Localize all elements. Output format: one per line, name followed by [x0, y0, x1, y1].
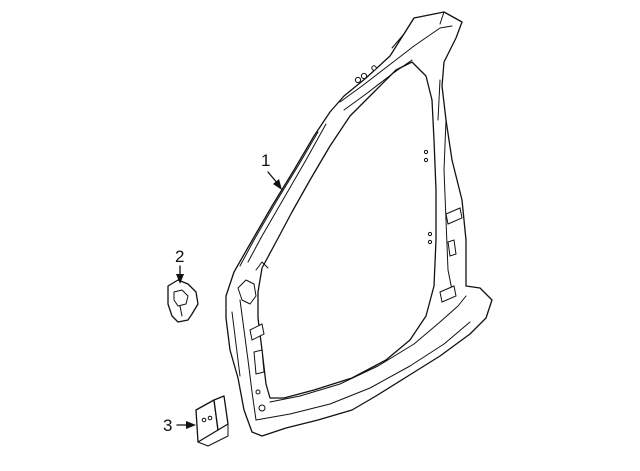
callout-1: 1 [261, 151, 282, 190]
arrowhead-2 [176, 274, 184, 284]
arrowhead-3 [186, 421, 196, 429]
roof-rail-edge [391, 11, 445, 49]
hinge-slot-upper [249, 323, 265, 341]
callout-label-3: 3 [163, 416, 172, 435]
b-pillar-slot [447, 239, 457, 257]
part-2-clip [167, 279, 199, 323]
hinge-slot-mid [253, 349, 265, 375]
callout-2: 2 [175, 247, 184, 284]
frame-outer-outline [225, 11, 493, 437]
bracket-hole-1 [201, 417, 207, 423]
hinge-hole-1 [255, 389, 261, 395]
roof-hole-1 [354, 76, 362, 84]
rocker-sill-upper [269, 295, 467, 403]
door-opening-outline [257, 61, 437, 399]
bracket-hole-2 [207, 415, 213, 421]
callout-3: 3 [163, 416, 196, 435]
a-pillar-edge [239, 123, 327, 267]
part-3-bracket [195, 395, 229, 447]
hinge-pillar-line [231, 299, 257, 421]
pillar-hole-4 [427, 239, 433, 245]
arrowhead-1 [273, 179, 282, 190]
pillar-hole-2 [423, 157, 429, 163]
pillar-hole-3 [427, 231, 433, 237]
b-pillar-bracket-lower [439, 285, 457, 303]
roof-hole-3 [371, 65, 377, 71]
a-pillar-gusset [237, 261, 269, 305]
hinge-hole-2 [258, 404, 266, 412]
bracket-bottom [197, 423, 229, 447]
b-pillar-line [437, 79, 453, 291]
clip-outline [167, 279, 199, 323]
pillar-hole-1 [423, 149, 429, 155]
roof-rail-flange [339, 25, 453, 111]
part-1-door-frame [225, 11, 493, 437]
b-pillar-bracket-upper [445, 207, 463, 225]
rocker-sill-lower [255, 321, 471, 421]
callout-label-2: 2 [175, 247, 184, 266]
clip-inner [173, 289, 189, 317]
roof-hole-2 [360, 72, 368, 80]
callout-label-1: 1 [261, 151, 270, 170]
